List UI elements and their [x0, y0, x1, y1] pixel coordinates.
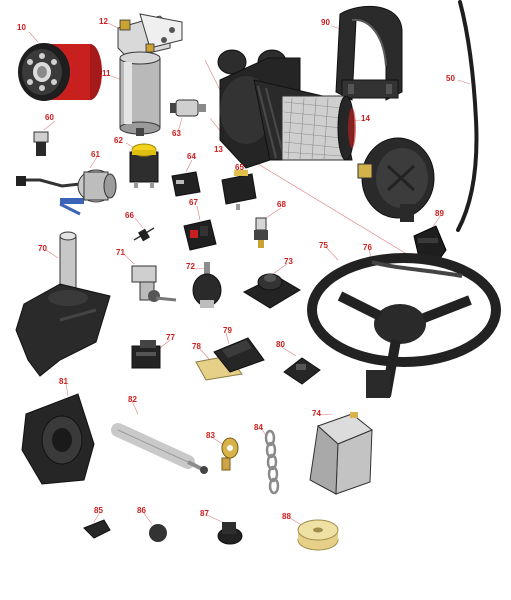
tie-rod-end-icon — [131, 265, 177, 302]
spindle-icon — [15, 231, 111, 377]
callout-50: 50 — [446, 74, 455, 83]
relay-icon — [171, 171, 201, 197]
callout-88: 88 — [282, 512, 291, 521]
callout-66: 66 — [125, 211, 134, 220]
rocker-switch-icon — [183, 219, 217, 251]
callout-63: 63 — [172, 129, 181, 138]
fuel-filter-icon — [119, 51, 161, 136]
callout-12: 12 — [99, 17, 108, 26]
chain-icon — [264, 429, 280, 495]
hose-icon — [456, 0, 479, 232]
callout-73: 73 — [284, 257, 293, 266]
callout-10: 10 — [17, 23, 26, 32]
callout-84: 84 — [254, 423, 263, 432]
callout-61: 61 — [91, 150, 100, 159]
callout-62: 62 — [114, 136, 123, 145]
callout-89: 89 — [435, 209, 444, 218]
ball-joint-icon — [192, 262, 222, 308]
callout-72: 72 — [186, 262, 195, 271]
mounting-bracket-icon — [335, 5, 403, 101]
callout-11: 11 — [102, 69, 111, 78]
callout-70: 70 — [38, 244, 47, 253]
latch-icon — [131, 340, 161, 369]
sensor-icon — [170, 99, 206, 117]
rubber-mount-icon — [242, 273, 301, 309]
fuel-pump-icon — [16, 169, 117, 216]
callout-76: 76 — [363, 243, 372, 252]
air-filter-element-icon — [281, 95, 356, 161]
callout-74: 74 — [312, 409, 321, 418]
oil-filter-icon — [18, 43, 102, 101]
diode-icon — [133, 227, 155, 242]
push-button-switch-icon — [129, 143, 159, 188]
callout-67: 67 — [189, 198, 198, 207]
callout-60: 60 — [45, 113, 54, 122]
rod-end-icon — [221, 437, 239, 471]
steering-wheel-icon — [307, 253, 501, 398]
callout-79: 79 — [223, 326, 232, 335]
callout-83: 83 — [206, 431, 215, 440]
actuator-icon — [309, 412, 373, 495]
callout-68: 68 — [277, 200, 286, 209]
callout-65: 65 — [235, 163, 244, 172]
callout-13: 13 — [214, 145, 223, 154]
filter-bracket-icon — [117, 13, 183, 59]
callout-82: 82 — [128, 395, 137, 404]
bumper-icon — [283, 357, 321, 385]
gas-spring-icon — [111, 423, 208, 474]
callout-71: 71 — [116, 248, 125, 257]
callout-81: 81 — [59, 377, 68, 386]
relay-icon — [221, 170, 257, 210]
callout-64: 64 — [187, 152, 196, 161]
plug-icon — [33, 131, 49, 156]
air-cleaner-cover-icon — [357, 137, 435, 222]
steering-wheel-cover-icon — [371, 260, 463, 278]
clip-icon — [83, 519, 111, 539]
callout-77: 77 — [166, 333, 175, 342]
callout-87: 87 — [200, 509, 209, 518]
callout-80: 80 — [276, 340, 285, 349]
callout-75: 75 — [319, 241, 328, 250]
bumper-icon — [213, 337, 265, 373]
callout-90: 90 — [321, 18, 330, 27]
callout-14: 14 — [361, 114, 370, 123]
plug-icon — [149, 524, 167, 542]
callout-85: 85 — [94, 506, 103, 515]
cap-icon — [297, 519, 339, 551]
pressure-switch-icon — [254, 217, 268, 248]
callout-86: 86 — [137, 506, 146, 515]
bearing-housing-icon — [21, 393, 95, 485]
callout-78: 78 — [192, 342, 201, 351]
cap-icon — [217, 522, 243, 545]
